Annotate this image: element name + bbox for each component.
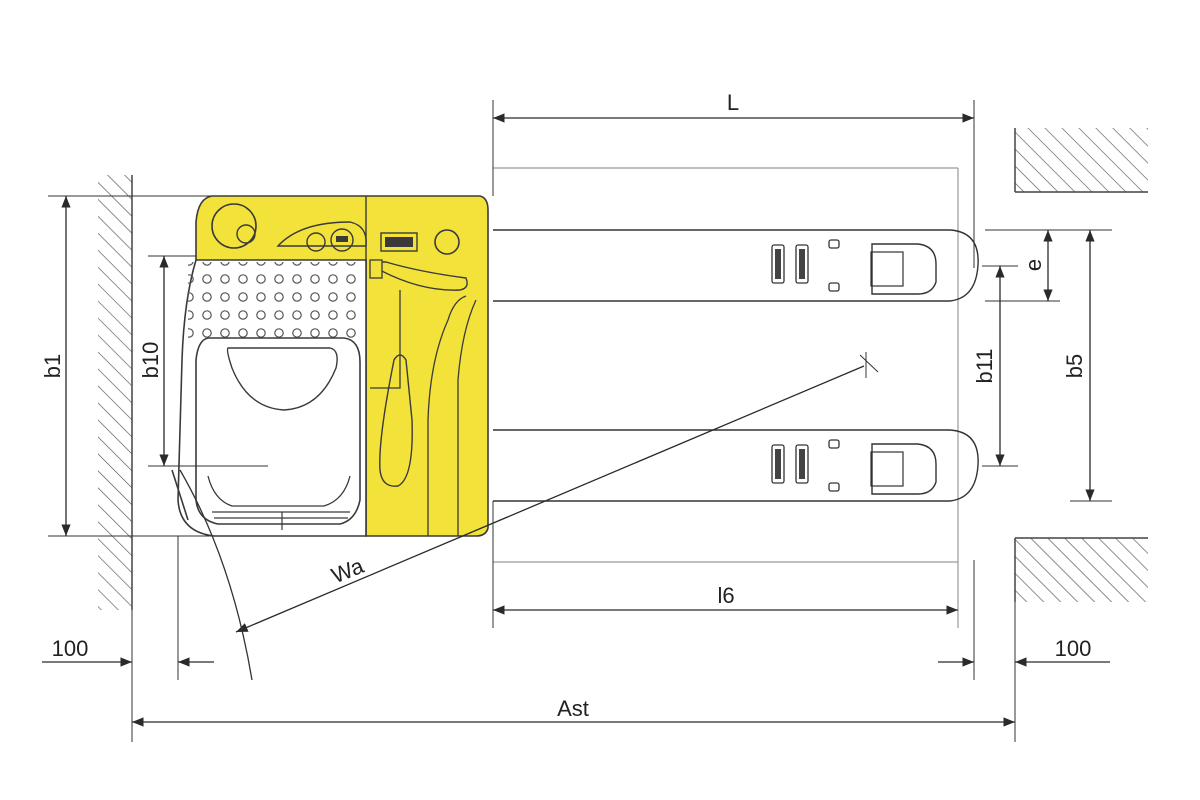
fork-upper [493, 229, 979, 302]
dimension-Ast: Ast [132, 696, 1015, 727]
dimension-l6: l6 [492, 501, 958, 628]
pallet-outline [493, 167, 959, 628]
dimension-b5: b5 [1062, 230, 1112, 502]
truck-body [171, 195, 489, 537]
label-b10: b10 [138, 342, 163, 379]
right-wall-bottom [1014, 537, 1148, 602]
dimension-b11: b11 [972, 265, 1018, 467]
label-l6: l6 [717, 583, 734, 608]
label-b5: b5 [1062, 354, 1087, 378]
dimension-L: L [492, 90, 975, 268]
right-wall-top [1014, 128, 1148, 193]
label-b11: b11 [972, 348, 997, 383]
dimension-b10: b10 [138, 255, 268, 467]
label-Wa: Wa [328, 553, 368, 589]
label-e: e [1021, 259, 1046, 271]
fork-lower [493, 429, 979, 502]
label-Ast: Ast [557, 696, 589, 721]
dimension-b1: b1 [40, 195, 214, 537]
label-left-clearance: 100 [52, 636, 89, 661]
left-wall [98, 175, 133, 610]
label-L: L [727, 90, 739, 115]
dimension-right-clearance: 100 [938, 560, 1110, 742]
dimension-left-clearance: 100 [42, 536, 214, 742]
label-b1: b1 [40, 354, 65, 378]
label-right-clearance: 100 [1055, 636, 1092, 661]
